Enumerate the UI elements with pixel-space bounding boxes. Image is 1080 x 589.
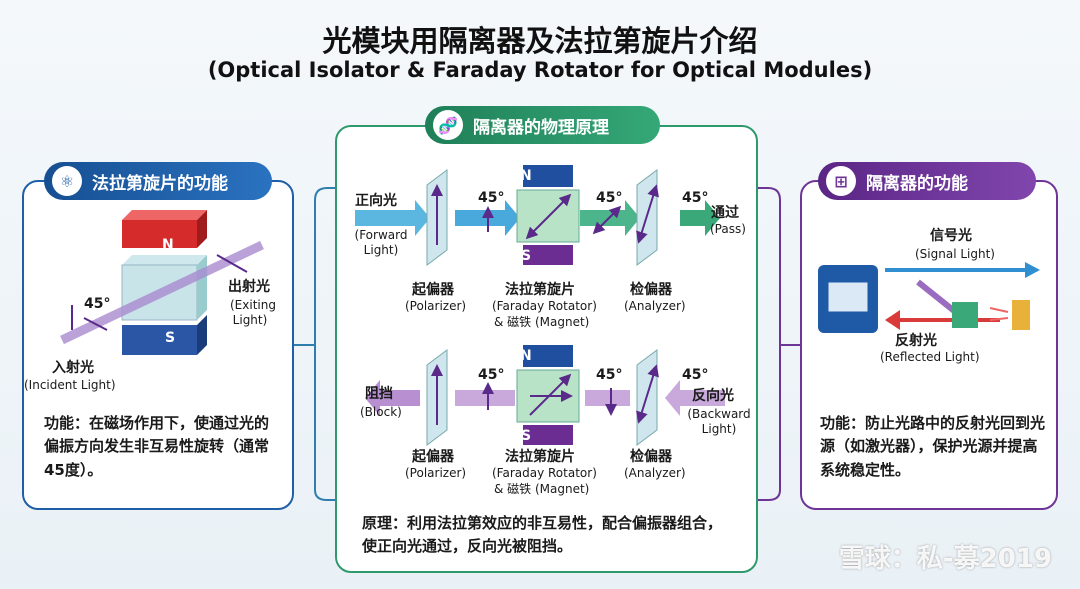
angle-label: 45° xyxy=(478,367,505,383)
page-title: 光模块用隔离器及法拉第旋片介绍 xyxy=(322,24,758,58)
backward-light-en: (Backward Light) xyxy=(687,407,751,436)
magnet-label: & 磁铁 (Magnet) xyxy=(494,482,590,496)
exiting-light-en: (Exiting Light) xyxy=(230,298,276,327)
angle-label: 45° xyxy=(478,190,505,206)
block-en: (Block) xyxy=(360,405,402,419)
isolator-function-description: 功能：防止光路中的反射光回到光源（如激光器），保护光源并提高系统稳定性。 xyxy=(820,414,1046,479)
reflected-light-en: (Reflected Light) xyxy=(880,350,980,364)
network-icon: ⊞ xyxy=(826,166,856,196)
page-subtitle: (Optical Isolator & Faraday Rotator for … xyxy=(207,58,873,82)
header-label: 隔离器的功能 xyxy=(866,173,968,194)
analyzer-label: 检偏器 xyxy=(630,282,672,298)
exiting-light-label: 出射光 xyxy=(228,279,270,295)
watermark: 雪球：私-募2019 xyxy=(838,544,1052,574)
polarizer-label: 起偏器 xyxy=(412,282,454,298)
signal-light-label: 信号光 xyxy=(930,228,972,244)
angle-label: 45° xyxy=(682,190,709,206)
angle-label: 45° xyxy=(596,367,623,383)
south-pole-label: S xyxy=(165,330,176,346)
south-pole-label: S xyxy=(521,428,532,444)
isolator-diagram xyxy=(355,165,725,446)
isolator-principle-description: 原理：利用法拉第效应的非互易性，配合偏振器组合，使正向光通过，反向光被阻挡。 xyxy=(362,514,723,556)
north-pole-label: N xyxy=(520,168,532,184)
rotator-label: 法拉第旋片 xyxy=(505,282,575,298)
isolator-function-header: ⊞ 隔离器的功能 xyxy=(818,162,1036,200)
header-label: 法拉第旋片的功能 xyxy=(92,173,228,194)
reflected-light-label: 反射光 xyxy=(895,333,937,349)
north-pole-label: N xyxy=(162,237,174,253)
polarizer-en: (Polarizer) xyxy=(405,299,467,313)
polarizer-label: 起偏器 xyxy=(412,449,454,465)
rotator-en: (Faraday Rotator) xyxy=(492,466,597,480)
forward-light-en: (Forward Light) xyxy=(354,228,408,257)
header-label: 隔离器的物理原理 xyxy=(473,117,609,138)
rotator-label: 法拉第旋片 xyxy=(505,449,575,465)
faraday-rotator-illustration xyxy=(60,210,264,355)
dna-icon: 🧬 xyxy=(433,110,463,140)
atom-icon: ⚛ xyxy=(52,166,82,196)
angle-label: 45° xyxy=(84,296,111,312)
analyzer-en: (Analyzer) xyxy=(624,466,686,480)
isolator-principle-header: 🧬 隔离器的物理原理 xyxy=(425,106,660,144)
backward-light-label: 反向光 xyxy=(692,388,734,404)
incident-light-en: (Incident Light) xyxy=(24,378,116,392)
faraday-function-header: ⚛ 法拉第旋片的功能 xyxy=(44,162,272,200)
signal-light-en: (Signal Light) xyxy=(915,247,995,261)
north-pole-label: N xyxy=(520,348,532,364)
pass-en: (Pass) xyxy=(710,222,746,236)
polarizer-en: (Polarizer) xyxy=(405,466,467,480)
faraday-function-description: 功能：在磁场作用下，使通过光的偏振方向发生非互易性旋转（通常45度）。 xyxy=(44,414,270,479)
analyzer-label: 检偏器 xyxy=(630,449,672,465)
block-label: 阻挡 xyxy=(365,386,393,402)
forward-light-label: 正向光 xyxy=(355,193,397,209)
analyzer-en: (Analyzer) xyxy=(624,299,686,313)
angle-label: 45° xyxy=(682,367,709,383)
magnet-label: & 磁铁 (Magnet) xyxy=(494,315,590,329)
incident-light-label: 入射光 xyxy=(52,360,94,376)
pass-label: 通过 xyxy=(711,205,739,221)
south-pole-label: S xyxy=(521,248,532,264)
isolator-function-panel xyxy=(800,180,1058,510)
isolator-function-illustration xyxy=(818,262,1040,333)
rotator-en: (Faraday Rotator) xyxy=(492,299,597,313)
angle-label: 45° xyxy=(596,190,623,206)
